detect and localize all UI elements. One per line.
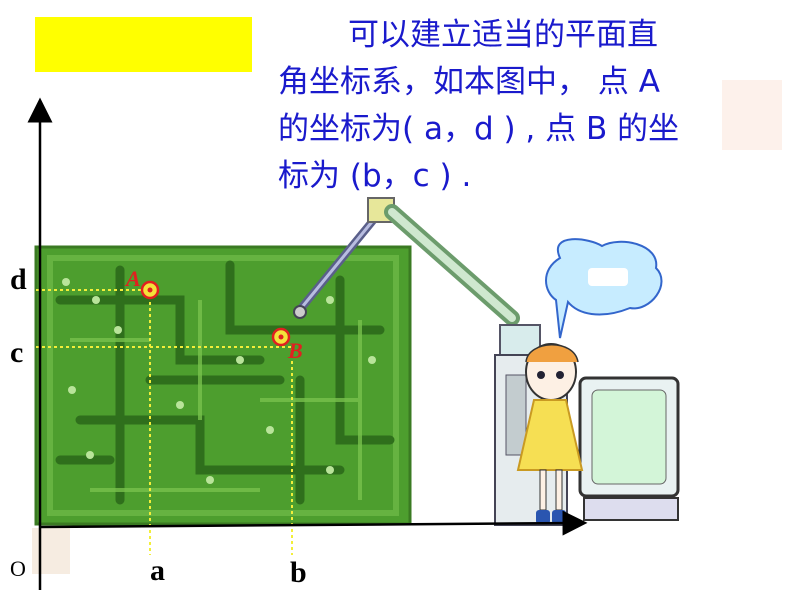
thought-bubble	[545, 238, 663, 339]
y-label-d: d	[10, 263, 27, 296]
robot-arm	[293, 197, 520, 326]
x-label-a: a	[150, 554, 165, 587]
watermark-decoration	[722, 80, 782, 150]
description-text: 可以建立适当的平面直 角坐标系，如本图中， 点 A 的坐标为( a，d ) , …	[278, 12, 778, 200]
point-b	[271, 327, 291, 347]
guide-line-b-c	[36, 346, 293, 555]
point-a	[140, 280, 160, 300]
stamp-decoration	[32, 528, 70, 574]
x-label-b: b	[290, 556, 307, 589]
point-b-label: B	[287, 338, 303, 363]
bubble-content	[588, 268, 628, 286]
x-axis	[39, 510, 588, 536]
origin-label: O	[10, 556, 26, 581]
description-line-2: 角坐标系，如本图中， 点 A	[278, 64, 660, 100]
description-line-1: 可以建立适当的平面直	[348, 17, 658, 53]
computer	[494, 324, 680, 526]
description-line-3: 的坐标为( a，d ) , 点 B 的坐	[278, 111, 680, 147]
yellow-highlight-box	[35, 17, 252, 72]
y-label-c: c	[10, 336, 23, 369]
girl-figure	[516, 343, 584, 524]
point-a-label: A	[124, 266, 141, 291]
description-line-4: 标为 (b，c ) .	[278, 158, 472, 194]
circuit-board	[34, 245, 412, 526]
